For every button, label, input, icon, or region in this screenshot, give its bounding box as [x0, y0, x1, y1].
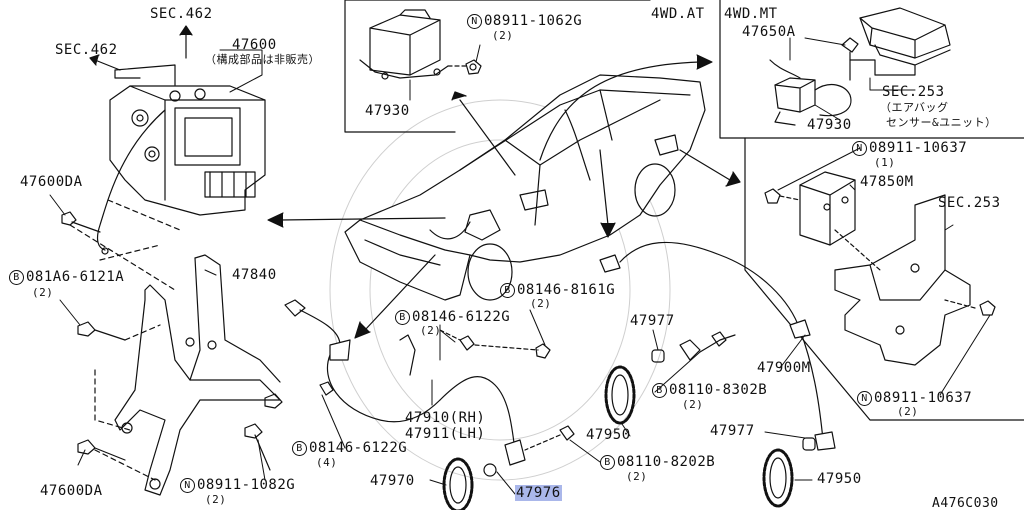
qty-08911-10637-bottom: (2)	[897, 405, 919, 418]
bolt-08146-8161G	[535, 343, 551, 359]
sensor-rotor-47950-center	[604, 365, 636, 425]
nut-symbol-icon: N	[180, 478, 195, 493]
watermark	[329, 99, 671, 481]
nut-08911-10637-bottom	[979, 300, 996, 316]
qty-08911-1062G: (2)	[492, 29, 514, 42]
sec462-left-label: SEC.462	[55, 42, 118, 58]
airbag-sensor-unit	[859, 7, 951, 66]
box-4wdmt-title: 4WD.MT	[724, 6, 778, 22]
bolt-08110-8202B	[559, 425, 575, 441]
sec253-right-label: SEC.253	[938, 195, 1001, 211]
label-sec253-note2: センサー&ユニット）	[886, 116, 997, 129]
label-47600-note: （構成部品は非販売）	[205, 53, 320, 66]
abs-actuator-unit	[96, 64, 266, 255]
arrow-sec462-left	[94, 59, 121, 71]
bolts-08146-6122G	[319, 335, 475, 396]
arrow-to-47850M	[679, 149, 731, 181]
bolt-47600DA-bottom	[77, 439, 126, 461]
label-47977-bottom: 47977	[710, 423, 755, 439]
qty-08110-8202B: (2)	[626, 470, 648, 483]
label-47911: 47911(LH)	[405, 426, 486, 442]
qty-08146-6122G-top: (2)	[420, 324, 442, 337]
sec462-top-label: SEC.462	[150, 6, 213, 22]
qty-08911-10637-top: (1)	[874, 156, 896, 169]
bolt-symbol-icon: B	[500, 283, 515, 298]
arrow-to-47930-at	[459, 99, 516, 176]
label-47600: 47600	[232, 37, 277, 53]
label-47970: 47970	[370, 473, 415, 489]
nut-symbol-icon: N	[857, 391, 872, 406]
bracket-47840	[114, 254, 281, 496]
box-4wdmt-frame	[719, 0, 1024, 139]
label-47930-at: 47930	[365, 103, 410, 119]
label-47930-mt: 47930	[807, 117, 852, 133]
right-frame	[744, 137, 1024, 421]
label-47900M: 47900M	[757, 360, 811, 376]
relay-47930-mt	[769, 37, 859, 126]
label-47850M: 47850M	[860, 174, 914, 190]
bolt-symbol-icon: B	[395, 310, 410, 325]
bushing-47976	[483, 463, 497, 477]
arrow-to-rear-sensor	[599, 149, 609, 226]
box-4wdat-title: 4WD.AT	[651, 6, 705, 22]
bolt-47600DA-top	[61, 211, 101, 233]
bracket-sec253	[834, 194, 971, 366]
label-47910: 47910(RH)	[405, 410, 486, 426]
arrow-to-front-sensor	[364, 254, 436, 331]
qty-08911-1082G: (2)	[205, 493, 227, 506]
diagram-code: A476C030	[932, 496, 999, 511]
sensor-harness-rear	[599, 241, 836, 451]
label-47600DA-top: 47600DA	[20, 174, 83, 190]
label-47977-top: 47977	[630, 313, 675, 329]
label-47840: 47840	[232, 267, 277, 283]
nut-08911-10637-top	[764, 188, 781, 204]
nut-symbol-icon: N	[852, 141, 867, 156]
arrow-to-abs	[279, 217, 446, 221]
qty-08110-8302B: (2)	[682, 398, 704, 411]
label-47650A: 47650A	[742, 24, 796, 40]
bolt-081A6-6121A	[77, 321, 126, 341]
nut-symbol-icon: N	[467, 14, 482, 29]
bushing-47977-bottom	[802, 437, 816, 451]
label-47950-center: 47950	[586, 427, 631, 443]
qty-08146-8161G: (2)	[530, 297, 552, 310]
qty-081A6-6121A: (2)	[32, 286, 54, 299]
bolt-08110-8302B	[711, 331, 727, 347]
sensor-rotor-47970	[442, 457, 474, 510]
nuts-08911-1082G	[244, 393, 283, 471]
label-sec253-note: （エアバッグ	[880, 101, 949, 114]
highlighted-part-47976: 47976	[515, 485, 562, 501]
label-47600DA-bottom: 47600DA	[40, 483, 103, 499]
label-sec253-box: SEC.253	[882, 84, 945, 100]
qty-08146-6122G-bottom: (4)	[316, 456, 338, 469]
arrow-to-4wdmt	[539, 61, 701, 161]
box-4wdat-frame	[344, 0, 651, 133]
nut-08911-1062G	[465, 59, 482, 75]
bolt-symbol-icon: B	[652, 383, 667, 398]
label-47976: 47976	[515, 485, 562, 501]
module-47850M	[799, 171, 856, 246]
sensor-rotor-47950-right	[762, 448, 794, 508]
bolt-symbol-icon: B	[292, 441, 307, 456]
label-47950-right: 47950	[817, 471, 862, 487]
bolt-symbol-icon: B	[600, 455, 615, 470]
bolt-symbol-icon: B	[9, 270, 24, 285]
relay-47930-at	[359, 9, 449, 80]
sensor-harness-front	[284, 299, 526, 466]
